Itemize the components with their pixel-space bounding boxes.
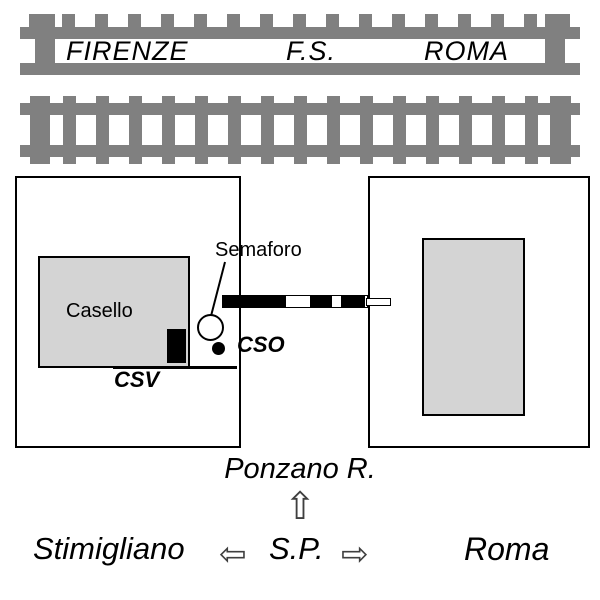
barrier-segment	[286, 296, 310, 307]
left-arrow-icon: ⇦	[219, 535, 247, 572]
parcel-right-boundary	[368, 176, 590, 448]
railway-track-upper: FIRENZE F.S. ROMA	[20, 14, 580, 75]
barrier-segment	[223, 296, 286, 307]
upper-rail-bottom	[20, 63, 580, 75]
road-label-sp: S.P.	[269, 531, 324, 566]
up-arrow-icon: ⇧	[284, 486, 316, 528]
barrier-segment	[341, 296, 365, 307]
csv-label: CSV	[114, 367, 160, 392]
black-marker-box	[167, 329, 186, 363]
destination-label-roma: Roma	[464, 531, 550, 567]
semaforo-label: Semaforo	[215, 239, 302, 261]
parcel-left-boundary	[15, 176, 241, 448]
lower-rail-top	[20, 103, 580, 115]
railway-operator-label: F.S.	[286, 36, 337, 66]
destination-label-stimigliano: Stimigliano	[33, 531, 185, 566]
end-sleeper-right	[545, 14, 565, 75]
station-label-firenze: FIRENZE	[66, 36, 189, 66]
barrier-segment	[310, 296, 332, 307]
semaforo-signal-circle	[197, 314, 224, 341]
cso-label: CSO	[237, 332, 285, 357]
casello-label: Casello	[66, 300, 133, 322]
railway-track-lower	[20, 96, 580, 164]
sleepers-row-top	[20, 14, 580, 27]
cso-point-dot	[212, 342, 225, 355]
upper-rail-top	[20, 27, 580, 39]
right-arrow-icon: ⇨	[341, 535, 369, 572]
boundary-wall-line	[113, 366, 237, 369]
barrier-segment	[332, 296, 341, 307]
end-sleeper-left	[35, 14, 55, 75]
station-label-roma: ROMA	[424, 36, 509, 66]
town-label-ponzano: Ponzano R.	[224, 453, 376, 485]
casello-building: Casello	[38, 256, 190, 368]
crossing-barrier	[222, 295, 368, 308]
lower-rail-bottom	[20, 145, 580, 157]
right-building	[422, 238, 525, 416]
barrier-tip	[366, 298, 391, 306]
